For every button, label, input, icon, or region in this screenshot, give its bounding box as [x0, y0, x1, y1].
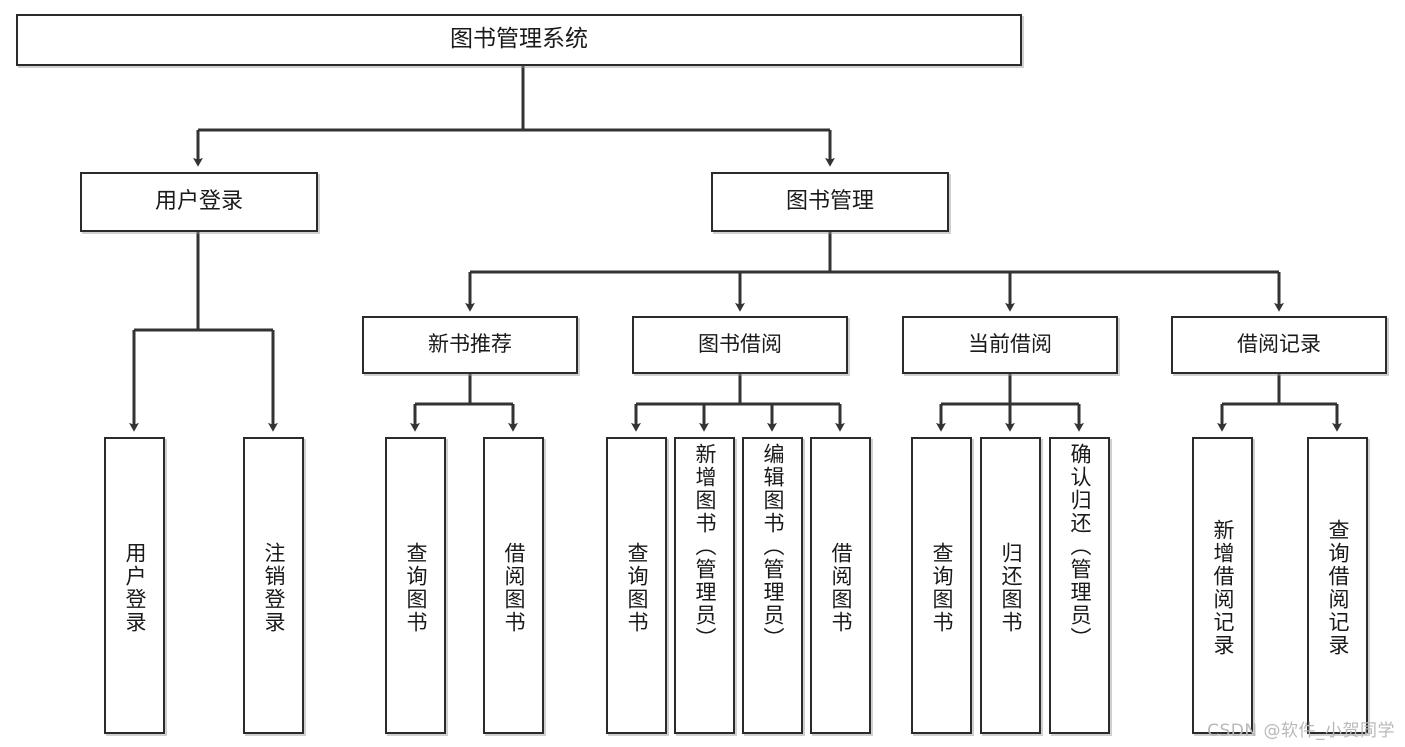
- node-label: 图书借阅: [698, 332, 782, 357]
- node-current-borrow[interactable]: 当前借阅: [902, 316, 1118, 374]
- node-label: 新增借阅记录: [1211, 518, 1235, 657]
- node-label: 用户登录: [154, 188, 243, 214]
- leaf-user-login-login[interactable]: 用户登录: [104, 437, 165, 734]
- node-label: 查询图书: [625, 541, 649, 634]
- node-label: 图书管理: [785, 188, 874, 214]
- leaf-new-book-query-books[interactable]: 查询图书: [385, 437, 446, 734]
- node-label: 新书推荐: [428, 332, 512, 357]
- leaf-current-borrow-return-books[interactable]: 归还图书: [980, 437, 1041, 734]
- node-label: 确认归还（管理员）: [1068, 443, 1092, 650]
- node-label: 注销登录: [262, 541, 286, 634]
- node-label: 查询图书: [404, 541, 428, 634]
- node-label: 新增图书（管理员）: [693, 443, 717, 650]
- leaf-new-book-borrow-books[interactable]: 借阅图书: [483, 437, 544, 734]
- node-label: 用户登录: [123, 541, 147, 634]
- leaf-book-borrow-borrow-books[interactable]: 借阅图书: [810, 437, 871, 734]
- node-label: 借阅图书: [502, 541, 526, 634]
- leaf-book-borrow-query-books[interactable]: 查询图书: [606, 437, 667, 734]
- node-label: 借阅图书: [829, 541, 853, 634]
- node-user-login[interactable]: 用户登录: [80, 172, 318, 232]
- node-root-book-management-system[interactable]: 图书管理系统: [16, 14, 1022, 66]
- node-book-management[interactable]: 图书管理: [711, 172, 949, 232]
- node-book-borrow[interactable]: 图书借阅: [632, 316, 848, 374]
- leaf-user-login-logout[interactable]: 注销登录: [243, 437, 304, 734]
- node-label: 归还图书: [999, 541, 1023, 634]
- leaf-current-borrow-query-books[interactable]: 查询图书: [911, 437, 972, 734]
- leaf-current-borrow-confirm-return-admin[interactable]: 确认归还（管理员）: [1049, 437, 1110, 734]
- node-label: 图书管理系统: [450, 26, 588, 53]
- node-new-book-recommend[interactable]: 新书推荐: [362, 316, 578, 374]
- node-label: 编辑图书（管理员）: [761, 443, 785, 650]
- node-label: 当前借阅: [968, 332, 1052, 357]
- node-label: 查询借阅记录: [1326, 518, 1350, 657]
- leaf-borrow-record-add-record[interactable]: 新增借阅记录: [1192, 437, 1253, 734]
- node-label: 借阅记录: [1237, 332, 1321, 357]
- leaf-borrow-record-query-record[interactable]: 查询借阅记录: [1307, 437, 1368, 734]
- leaf-book-borrow-add-book-admin[interactable]: 新增图书（管理员）: [674, 437, 735, 734]
- node-label: 查询图书: [930, 541, 954, 634]
- node-borrow-record[interactable]: 借阅记录: [1171, 316, 1387, 374]
- leaf-book-borrow-edit-book-admin[interactable]: 编辑图书（管理员）: [742, 437, 803, 734]
